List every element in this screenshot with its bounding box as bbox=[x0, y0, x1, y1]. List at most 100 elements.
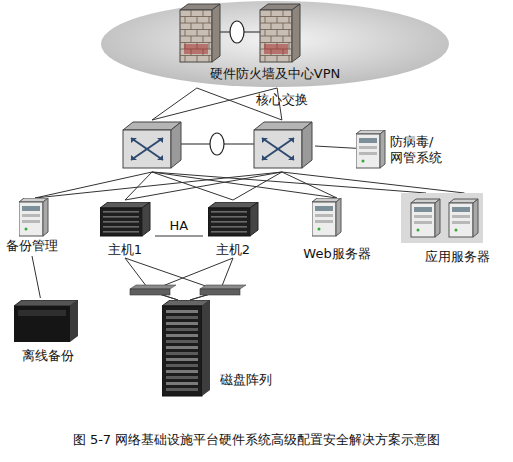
icon-shape bbox=[473, 199, 478, 237]
icon-shape bbox=[288, 155, 294, 160]
device-top bbox=[200, 285, 246, 289]
icon-shape bbox=[197, 56, 198, 63]
icon-shape bbox=[18, 310, 66, 316]
icon-shape bbox=[103, 211, 139, 213]
icon-shape bbox=[210, 133, 224, 155]
icon-shape bbox=[254, 122, 312, 168]
connector bbox=[150, 258, 233, 300]
icon-shape bbox=[315, 214, 333, 217]
icon-shape bbox=[312, 198, 342, 238]
connector-line bbox=[152, 172, 426, 193]
icon-shape bbox=[131, 138, 163, 160]
disk-array-icon bbox=[162, 300, 211, 400]
icon-shape bbox=[260, 4, 300, 62]
icon-shape bbox=[265, 56, 266, 63]
icon-shape bbox=[185, 56, 186, 63]
icon-shape bbox=[208, 202, 258, 236]
icon-shape bbox=[455, 229, 458, 232]
connector-line bbox=[152, 172, 337, 198]
icon-shape bbox=[302, 122, 312, 168]
icon-shape bbox=[265, 30, 266, 37]
node-box: Web服务器 bbox=[296, 198, 378, 262]
icon-shape bbox=[100, 202, 151, 237]
connector-line bbox=[125, 258, 220, 300]
icon-shape bbox=[289, 43, 290, 50]
icon-shape bbox=[414, 215, 432, 218]
connector-line bbox=[282, 172, 337, 198]
icon-shape bbox=[283, 23, 284, 30]
icon-shape bbox=[157, 138, 163, 143]
node-label: 磁盘阵列 bbox=[212, 372, 280, 388]
icon-shape bbox=[19, 202, 43, 236]
icon-shape bbox=[209, 56, 210, 63]
icon-shape bbox=[100, 208, 142, 236]
icon-shape bbox=[449, 203, 473, 237]
icon-shape bbox=[25, 228, 28, 231]
device-front bbox=[130, 289, 170, 295]
node-box: 主机1 bbox=[95, 200, 155, 258]
icon-shape bbox=[120, 120, 315, 172]
icon-shape bbox=[356, 130, 385, 168]
icon-shape bbox=[401, 193, 483, 243]
icon-shape bbox=[103, 231, 139, 233]
connector bbox=[152, 172, 282, 200]
icon-shape bbox=[359, 152, 377, 155]
icon-shape bbox=[203, 10, 204, 17]
icon-shape bbox=[162, 300, 210, 306]
device-front bbox=[200, 289, 240, 295]
icon-shape bbox=[283, 10, 284, 17]
node-label: 备份管理 bbox=[2, 238, 62, 254]
icon-shape bbox=[315, 220, 333, 223]
edge-label: HA bbox=[170, 218, 189, 234]
icon-shape bbox=[166, 310, 198, 313]
connector-line bbox=[277, 88, 282, 120]
icon-shape bbox=[212, 4, 220, 62]
server-icon bbox=[312, 198, 342, 241]
icon-shape bbox=[312, 198, 341, 236]
icon-shape bbox=[185, 30, 186, 37]
connector-line bbox=[35, 172, 152, 198]
icon-shape bbox=[289, 17, 290, 24]
connector bbox=[125, 258, 220, 300]
node-box: 磁盘阵列 bbox=[160, 300, 280, 398]
icon-shape bbox=[254, 130, 302, 168]
icon-shape bbox=[103, 216, 139, 218]
icon-shape bbox=[435, 199, 440, 237]
icon-shape bbox=[449, 199, 478, 237]
connector-line bbox=[125, 258, 178, 300]
icon-shape bbox=[211, 221, 247, 223]
icon-shape bbox=[289, 30, 290, 37]
icon-shape bbox=[171, 122, 181, 168]
icon-shape bbox=[411, 203, 435, 237]
icon-shape bbox=[264, 44, 288, 54]
icon-shape bbox=[356, 130, 386, 170]
icon-shape bbox=[131, 138, 163, 160]
icon-shape bbox=[380, 130, 385, 168]
node-label: 硬件防火墙及中心VPN bbox=[100, 66, 450, 82]
icon-shape bbox=[362, 160, 365, 163]
icon-shape bbox=[260, 10, 292, 62]
connector-line bbox=[152, 88, 277, 120]
icon-shape bbox=[70, 300, 78, 342]
node-box: 应用服务器 bbox=[393, 193, 503, 265]
icon-shape bbox=[131, 155, 137, 160]
core-switch-icon bbox=[120, 120, 315, 175]
icon-shape bbox=[289, 56, 290, 63]
icon-shape bbox=[123, 122, 181, 168]
connector-line bbox=[32, 256, 40, 298]
connector-line bbox=[190, 258, 233, 300]
node-label: 应用服务器 bbox=[411, 249, 503, 265]
icon-shape bbox=[271, 10, 272, 17]
icon-shape bbox=[277, 56, 278, 63]
icon-shape bbox=[166, 370, 198, 373]
node-label: Web服务器 bbox=[296, 246, 378, 262]
icon-shape bbox=[401, 193, 483, 243]
icon-shape bbox=[19, 198, 48, 236]
icon-shape bbox=[265, 17, 266, 24]
icon-shape bbox=[262, 138, 268, 143]
icon-shape bbox=[209, 43, 210, 50]
icon-shape bbox=[202, 300, 210, 396]
icon-shape bbox=[131, 138, 137, 143]
icon-shape bbox=[14, 300, 78, 306]
